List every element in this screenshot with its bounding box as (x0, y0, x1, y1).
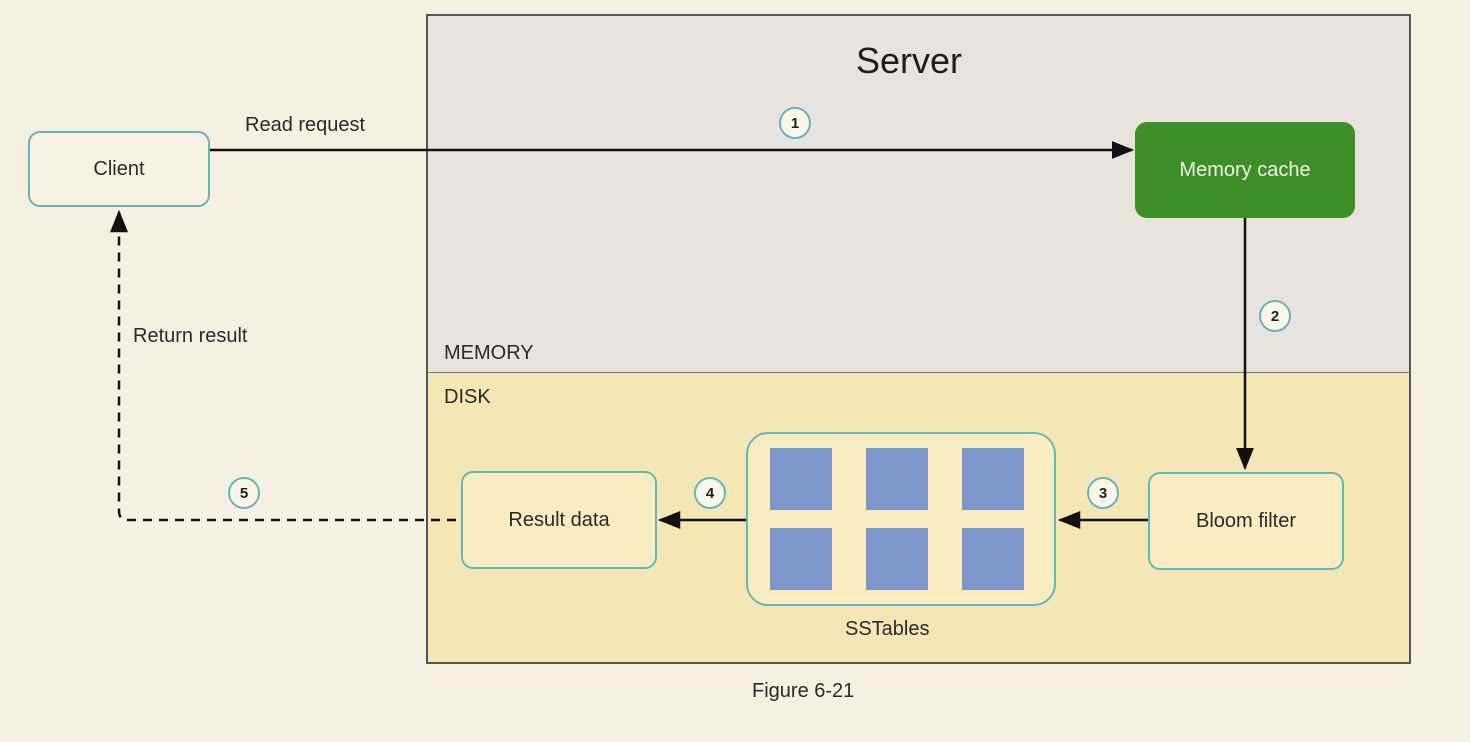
step-1-badge: 1 (779, 107, 811, 139)
return-result-label: Return result (133, 325, 248, 347)
memory-cache-node: Memory cache (1135, 122, 1355, 218)
result-data-node: Result data (461, 471, 657, 569)
server-title: Server (856, 40, 963, 81)
return-result-arrow (110, 209, 456, 522)
step-4-badge: 4 (694, 477, 726, 509)
sstables-label: SSTables (845, 618, 930, 640)
bloom-filter-node: Bloom filter (1148, 472, 1344, 570)
sstable-block (770, 528, 832, 590)
sstable-block (866, 448, 928, 510)
result-data-label: Result data (508, 508, 610, 531)
memory-cache-label: Memory cache (1179, 158, 1311, 181)
sstable-block (866, 528, 928, 590)
disk-zone-label: DISK (444, 386, 491, 408)
step-3-badge: 3 (1087, 477, 1119, 509)
step-5-badge: 5 (228, 477, 260, 509)
sstable-block (962, 528, 1024, 590)
read-request-label: Read request (245, 114, 366, 136)
memory-zone-label: MEMORY (444, 342, 534, 364)
sstables-node (746, 432, 1056, 606)
client-node: Client (28, 131, 210, 207)
sstable-block (770, 448, 832, 510)
figure-caption: Figure 6-21 (752, 680, 855, 702)
sstable-block (962, 448, 1024, 510)
bloom-filter-label: Bloom filter (1195, 509, 1297, 532)
client-label: Client (93, 157, 145, 180)
step-2-badge: 2 (1259, 300, 1291, 332)
